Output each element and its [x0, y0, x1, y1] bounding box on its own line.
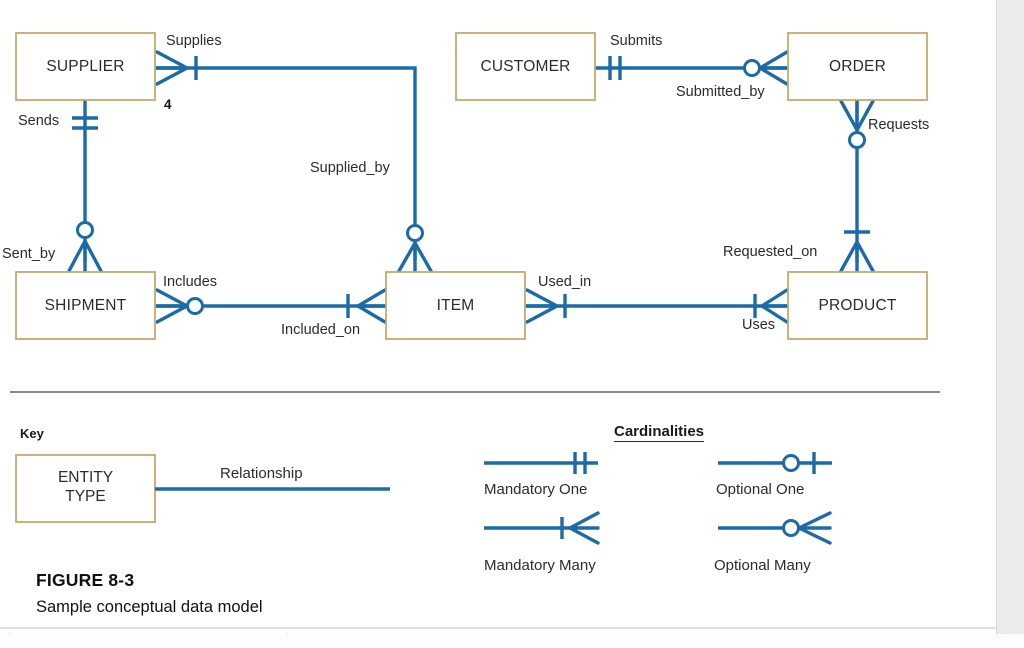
entity-box-shipment[interactable]: [15, 271, 156, 340]
cardinalities-title: Cardinalities: [614, 423, 705, 442]
cardinality-symbol-optional-one: [718, 452, 832, 474]
right-gutter-panel: [996, 0, 1024, 634]
entity-box-product[interactable]: [787, 271, 928, 340]
key-title: Key: [20, 426, 44, 441]
cardinality-symbol-mandatory-many: [484, 511, 600, 545]
relationship-label-requests: Requests: [868, 117, 930, 133]
connector-requests-requested-on: [839, 99, 875, 273]
relationship-label-submitted-by: Submitted_by: [676, 84, 765, 100]
cardinality-label-mandatory-many: Mandatory Many: [484, 557, 596, 574]
key-entity-type-line2: TYPE: [65, 488, 106, 506]
connector-submits-submitted-by: [595, 50, 789, 86]
cardinality-label-optional-one: Optional One: [716, 481, 805, 498]
relationship-label-requested-on: Requested_on: [723, 244, 818, 260]
relationship-label-supplies: Supplies: [166, 33, 222, 49]
relationship-label-uses: Uses: [742, 317, 776, 333]
cardinality-symbol-optional-many: [718, 511, 832, 545]
connector-sends-sent-by: [67, 100, 103, 273]
cardinality-label-optional-many: Optional Many: [714, 557, 811, 574]
key-entity-type-label: ENTITY TYPE: [16, 468, 155, 507]
cardinality-label-mandatory-one: Mandatory One: [484, 481, 588, 498]
relationship-label-supplied-by: Supplied_by: [310, 160, 390, 176]
relationship-label-includes: Includes: [163, 274, 218, 290]
key-entity-type-line1: ENTITY: [57, 469, 114, 486]
relationship-label-sends: Sends: [18, 113, 60, 129]
entity-box-item[interactable]: [385, 271, 526, 340]
connector-includes-included-on: [155, 288, 387, 324]
figure-number: FIGURE 8-3: [36, 570, 135, 590]
connector-used-in-uses: [525, 288, 789, 324]
page-bottom-strip: [0, 634, 1024, 648]
entity-box-supplier[interactable]: [15, 32, 156, 101]
key-relationship-label: Relationship: [220, 465, 303, 482]
entity-box-order[interactable]: [787, 32, 928, 101]
entity-box-customer[interactable]: [455, 32, 596, 101]
connector-supplies-supplied-by: [155, 50, 433, 273]
relationship-label-submits: Submits: [610, 33, 663, 49]
key-entity-box: [15, 454, 156, 523]
cardinality-symbol-mandatory-one: [484, 452, 598, 474]
relationship-label-included-on: Included_on: [281, 322, 361, 338]
relationship-label-sent-by: Sent_by: [2, 246, 56, 262]
figure-caption: Sample conceptual data model: [36, 598, 263, 616]
page-marker: 4: [164, 97, 172, 112]
relationship-label-used-in: Used_in: [538, 274, 592, 290]
